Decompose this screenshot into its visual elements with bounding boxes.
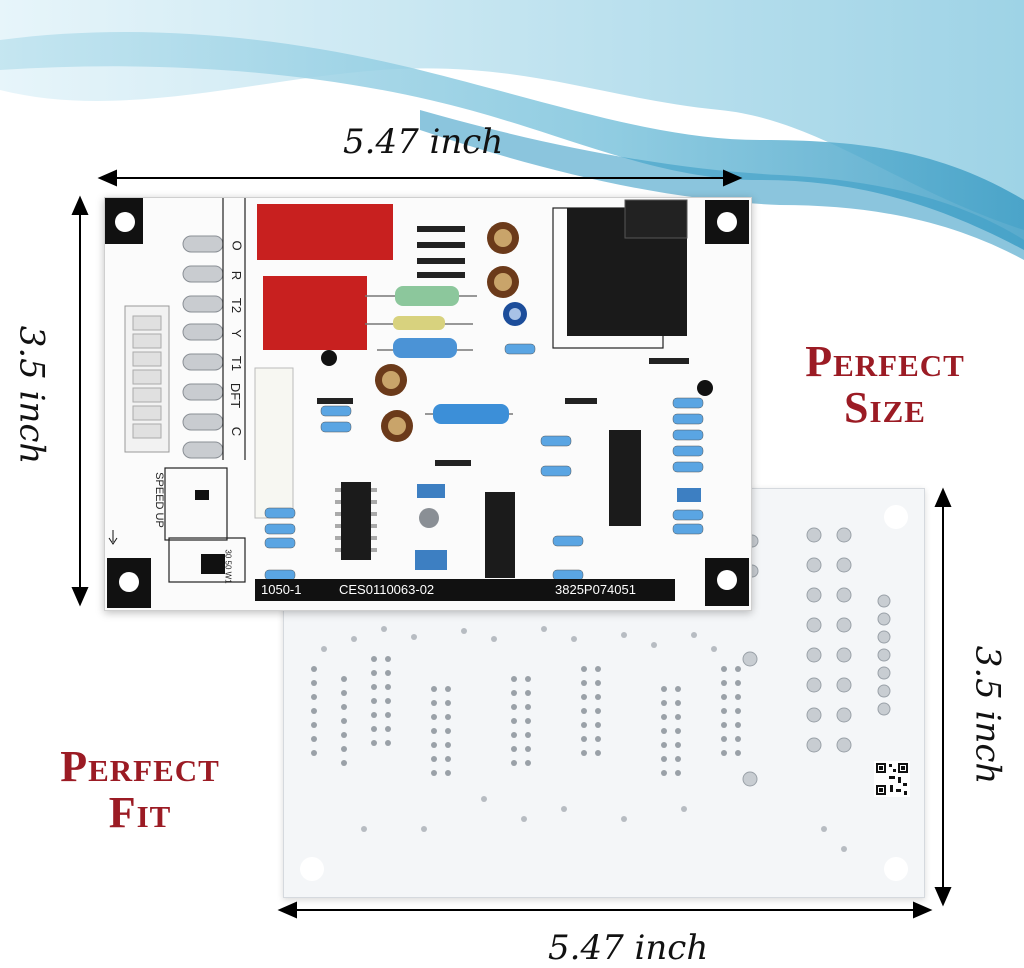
left-height-label: 3.5 inch	[11, 325, 52, 465]
terminal-label-dft: DFT	[228, 382, 244, 409]
perfect-size-tagline: Perfect Size	[760, 340, 1010, 430]
speed-up-label: SPEED UP	[152, 472, 165, 528]
top-width-label: 5.47 inch	[343, 122, 504, 162]
terminal-label-r: R	[229, 270, 245, 281]
wave-background	[0, 0, 1024, 260]
perfect-size-line-1: Perfect	[805, 337, 965, 386]
terminal-label-t2: T2	[229, 297, 245, 314]
terminal-label-c: C	[229, 426, 245, 437]
perfect-fit-tagline: Perfect Fit	[10, 745, 270, 835]
part-code-3: 3825P074051	[555, 582, 636, 597]
part-code-1: 1050-1	[261, 582, 302, 597]
terminal-label-y: Y	[228, 329, 244, 338]
terminal-label-t1: T1	[229, 355, 245, 372]
pcb-front-side: O R T2 Y T1 DFT C SPEED UP 30 50 W1 1050…	[104, 197, 752, 611]
terminal-label-o: O	[229, 240, 245, 251]
timer-label: 30 50 W1	[223, 549, 233, 584]
part-code-2: CES0110063-02	[339, 582, 435, 597]
perfect-fit-line-2: Fit	[108, 788, 172, 837]
pcb-back-pattern	[281, 486, 910, 881]
perfect-fit-line-1: Perfect	[60, 742, 220, 791]
pcb-front-art	[105, 198, 749, 608]
perfect-size-line-2: Size	[844, 383, 926, 432]
bottom-width-label: 5.47 inch	[548, 928, 709, 968]
qr-code-icon	[874, 761, 910, 797]
part-number-strip: 1050-1 CES0110063-02 3825P074051	[255, 579, 675, 601]
right-height-label: 3.5 inch	[967, 645, 1008, 785]
